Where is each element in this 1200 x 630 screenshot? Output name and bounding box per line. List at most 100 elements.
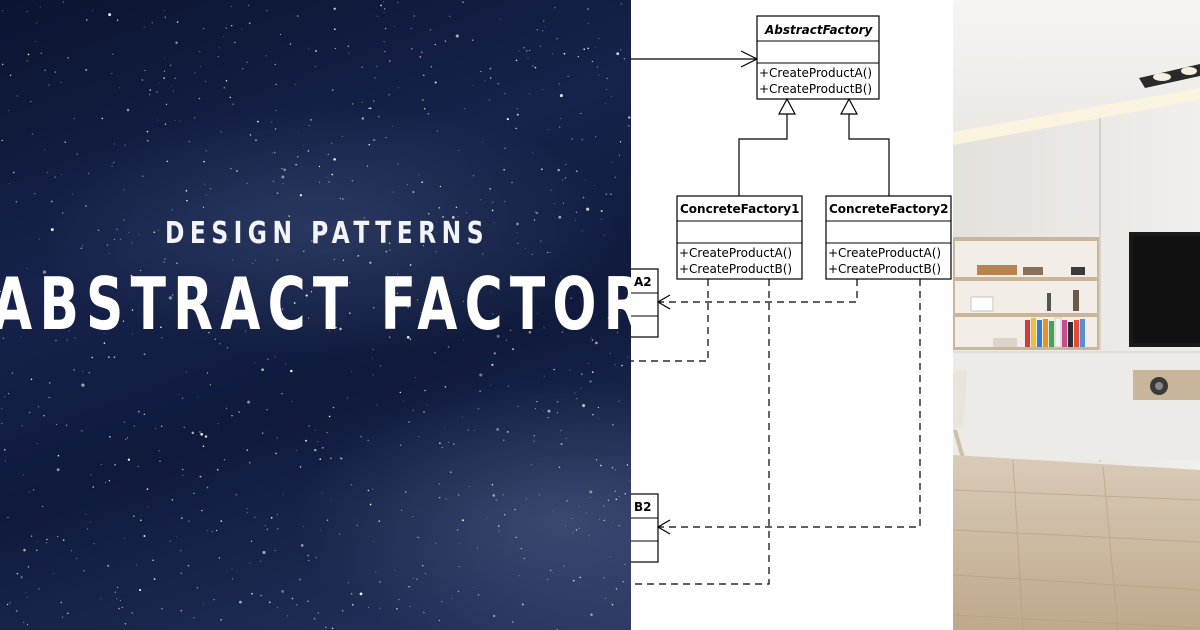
abstract-factory-name: AbstractFactory: [764, 23, 874, 37]
star: [165, 103, 168, 106]
star: [334, 47, 336, 50]
star: [441, 447, 443, 449]
star: [225, 80, 228, 82]
star: [541, 30, 544, 32]
star: [439, 185, 442, 188]
star: [217, 300, 218, 302]
star: [185, 371, 187, 373]
star: [205, 80, 206, 82]
star: [488, 99, 490, 101]
star: [565, 438, 567, 439]
star: [535, 211, 537, 214]
floor-planks: [953, 459, 1200, 630]
star: [120, 599, 121, 601]
star: [274, 63, 276, 65]
star: [108, 356, 110, 359]
star: [194, 72, 196, 74]
star: [409, 605, 411, 607]
star: [575, 219, 577, 221]
star: [427, 213, 430, 215]
star: [412, 409, 414, 412]
star: [270, 516, 273, 519]
star: [153, 285, 154, 286]
star: [133, 425, 135, 427]
star: [374, 77, 376, 79]
concrete-factory-1-method-a: +CreateProductA(): [679, 246, 792, 260]
star: [164, 57, 166, 59]
star: [142, 175, 144, 177]
star: [108, 253, 110, 254]
star: [342, 259, 345, 261]
star: [552, 510, 554, 512]
star: [230, 168, 232, 170]
star: [393, 191, 394, 193]
star: [81, 383, 85, 387]
star: [61, 173, 63, 175]
star: [423, 611, 425, 614]
star: [340, 457, 343, 460]
star: [417, 536, 419, 538]
star: [111, 72, 113, 75]
star: [418, 174, 420, 176]
star: [368, 107, 370, 109]
star: [580, 387, 582, 389]
star: [325, 626, 327, 629]
star: [113, 356, 116, 358]
star: [496, 428, 499, 431]
star: [615, 588, 618, 590]
star: [188, 520, 190, 522]
star: [149, 89, 152, 91]
star: [20, 576, 23, 579]
star: [423, 411, 425, 413]
star: [26, 59, 29, 62]
star: [350, 592, 353, 595]
star: [217, 56, 219, 58]
star: [180, 550, 182, 552]
star: [171, 498, 174, 501]
star: [438, 483, 440, 485]
star: [315, 557, 317, 559]
star: [146, 488, 149, 490]
star: [191, 431, 195, 435]
star: [319, 458, 321, 460]
star: [327, 153, 330, 156]
star: [249, 235, 252, 237]
star: [348, 582, 350, 584]
star: [595, 47, 597, 48]
star: [108, 480, 111, 482]
star: [439, 442, 441, 444]
star: [60, 601, 62, 604]
star: [108, 13, 112, 17]
wood-floor: [953, 455, 1200, 630]
star: [38, 588, 40, 590]
star: [451, 598, 453, 600]
star: [40, 52, 42, 54]
star: [175, 536, 177, 538]
star: [109, 436, 111, 438]
star: [605, 193, 608, 195]
star: [219, 343, 221, 345]
abstract-factory-method-a: +CreateProductA(): [759, 66, 872, 80]
star: [609, 556, 611, 558]
star: [1, 327, 3, 329]
star: [534, 66, 537, 69]
star: [361, 66, 363, 69]
star: [299, 194, 303, 197]
star: [175, 41, 178, 45]
star: [49, 397, 51, 399]
star: [36, 541, 37, 543]
star: [560, 276, 562, 278]
product-a2-class-fragment: A2: [631, 268, 659, 338]
star: [124, 537, 126, 539]
star: [563, 298, 566, 300]
star: [310, 291, 313, 293]
star: [517, 405, 519, 407]
star: [613, 295, 615, 297]
star: [139, 588, 142, 592]
star: [441, 601, 443, 603]
star: [490, 384, 491, 386]
star: [273, 151, 276, 154]
star: [533, 434, 536, 437]
star: [23, 621, 25, 623]
product-b2-label: B2: [634, 500, 652, 514]
